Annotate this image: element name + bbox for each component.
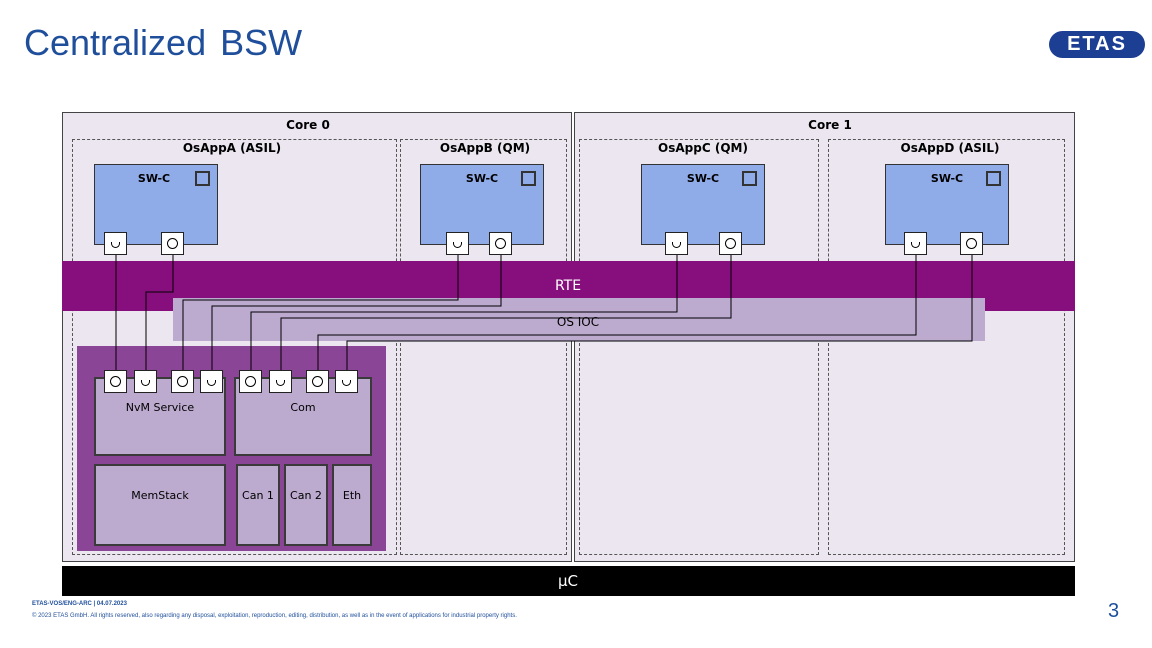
osapp-a-box	[72, 139, 397, 555]
com-provide-port-icon	[239, 370, 262, 393]
component-icon	[986, 171, 1001, 186]
nvm-provide-port-icon	[104, 370, 127, 393]
swc-d-provide-port-icon	[960, 232, 983, 255]
nvm-require-port-icon	[134, 370, 157, 393]
page-number: 3	[1108, 600, 1120, 622]
swc-a-label: SW-C	[137, 172, 171, 185]
memstack-label: MemStack	[131, 489, 189, 502]
nvm-require-port-icon	[200, 370, 223, 393]
swc-b-provide-port-icon	[489, 232, 512, 255]
microcontroller-label: µC	[557, 572, 579, 590]
com-require-port-icon	[335, 370, 358, 393]
rte-label: RTE	[554, 278, 582, 294]
osapp-d-box	[828, 139, 1065, 555]
microcontroller-bar	[62, 566, 1075, 596]
component-icon	[742, 171, 757, 186]
can2-module	[284, 464, 328, 546]
swc-d-require-port-icon	[904, 232, 927, 255]
swc-a-require-port-icon	[104, 232, 127, 255]
osapp-c-label: OsAppC (QM)	[658, 141, 748, 155]
swc-c-provide-port-icon	[719, 232, 742, 255]
com-require-port-icon	[269, 370, 292, 393]
com-label: Com	[290, 401, 316, 414]
osapp-a-label: OsAppA (ASIL)	[182, 141, 282, 155]
footer-document-id: ETAS-VOS/ENG-ARC | 04.07.2023	[32, 601, 127, 607]
os-ioc-label: OS IOC	[556, 315, 600, 329]
can1-label: Can 1	[242, 489, 274, 502]
footer-copyright: © 2023 ETAS GmbH. All rights reserved, a…	[32, 613, 517, 619]
can1-module	[236, 464, 280, 546]
osapp-d-label: OsAppD (ASIL)	[900, 141, 1000, 155]
swc-c-label: SW-C	[686, 172, 720, 185]
osapp-c-box	[579, 139, 819, 555]
swc-d-label: SW-C	[930, 172, 964, 185]
memstack-module	[94, 464, 226, 546]
component-icon	[195, 171, 210, 186]
swc-a-provide-port-icon	[161, 232, 184, 255]
eth-module	[332, 464, 372, 546]
osapp-b-label: OsAppB (QM)	[439, 141, 531, 155]
com-provide-port-icon	[306, 370, 329, 393]
core-0-label: Core 0	[286, 118, 330, 132]
component-icon	[521, 171, 536, 186]
core-1-label: Core 1	[808, 118, 852, 132]
page-title: Centralized BSW	[24, 22, 303, 63]
eth-label: Eth	[342, 489, 362, 502]
nvm-service-label: NvM Service	[125, 401, 195, 414]
can2-label: Can 2	[290, 489, 322, 502]
os-ioc-bar	[173, 298, 985, 341]
nvm-provide-port-icon	[171, 370, 194, 393]
swc-b-require-port-icon	[446, 232, 469, 255]
etas-logo: ETAS	[1049, 31, 1145, 58]
osapp-b-box	[400, 139, 567, 555]
swc-b-label: SW-C	[465, 172, 499, 185]
swc-c-require-port-icon	[665, 232, 688, 255]
